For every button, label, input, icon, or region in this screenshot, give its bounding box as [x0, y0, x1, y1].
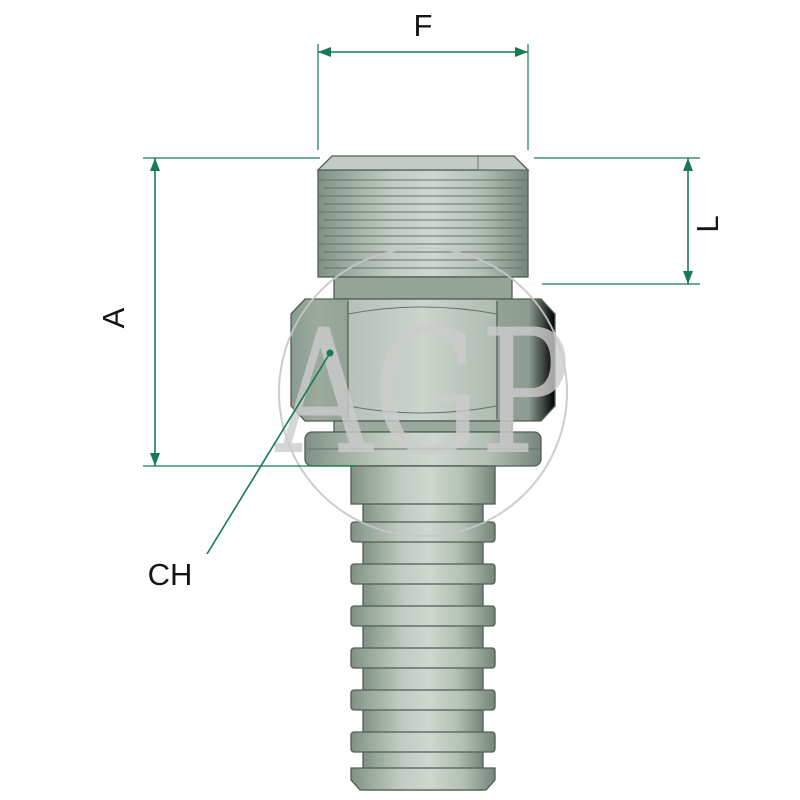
f-label: F — [414, 8, 433, 43]
fitting — [290, 155, 556, 791]
ch-label: CH — [148, 557, 193, 592]
shank-collar — [350, 465, 496, 505]
hex-chamfer-arc-bottom — [347, 405, 498, 414]
shank-ribs — [350, 521, 496, 753]
shank-rib — [350, 689, 496, 711]
hose-shank — [350, 465, 496, 791]
thread-lines — [318, 179, 528, 269]
shank-end — [350, 767, 496, 791]
thread-section — [316, 155, 530, 278]
shank-rib — [350, 605, 496, 627]
ch-callout: CH — [148, 349, 334, 592]
hex-body — [290, 298, 556, 422]
thread-body — [317, 169, 529, 278]
dimension-f: F — [317, 8, 529, 150]
thread-top-chamfer — [316, 155, 530, 171]
l-arrow-bottom — [683, 271, 693, 284]
thread-runout-line — [477, 156, 528, 171]
ch-leader-line — [206, 352, 331, 555]
a-arrow-bottom — [150, 453, 160, 466]
shank-rib — [350, 731, 496, 753]
ch-leader-dot — [326, 349, 334, 357]
watermark-circle — [278, 247, 568, 537]
dimension-l: L — [534, 157, 725, 285]
f-arrow-left — [318, 47, 331, 57]
l-label: L — [690, 215, 725, 232]
hex-nut — [290, 298, 556, 422]
f-arrow-right — [515, 47, 528, 57]
a-arrow-top — [150, 158, 160, 171]
dimension-a: A — [96, 157, 356, 467]
shank-rib — [350, 647, 496, 669]
shank-rib — [350, 563, 496, 585]
l-arrow-top — [683, 158, 693, 171]
watermark-text: AGP — [274, 292, 571, 493]
a-label: A — [96, 307, 131, 328]
shank-rib — [350, 521, 496, 543]
watermark: AGP — [274, 247, 571, 537]
hex-chamfer-arc-top — [347, 306, 498, 315]
